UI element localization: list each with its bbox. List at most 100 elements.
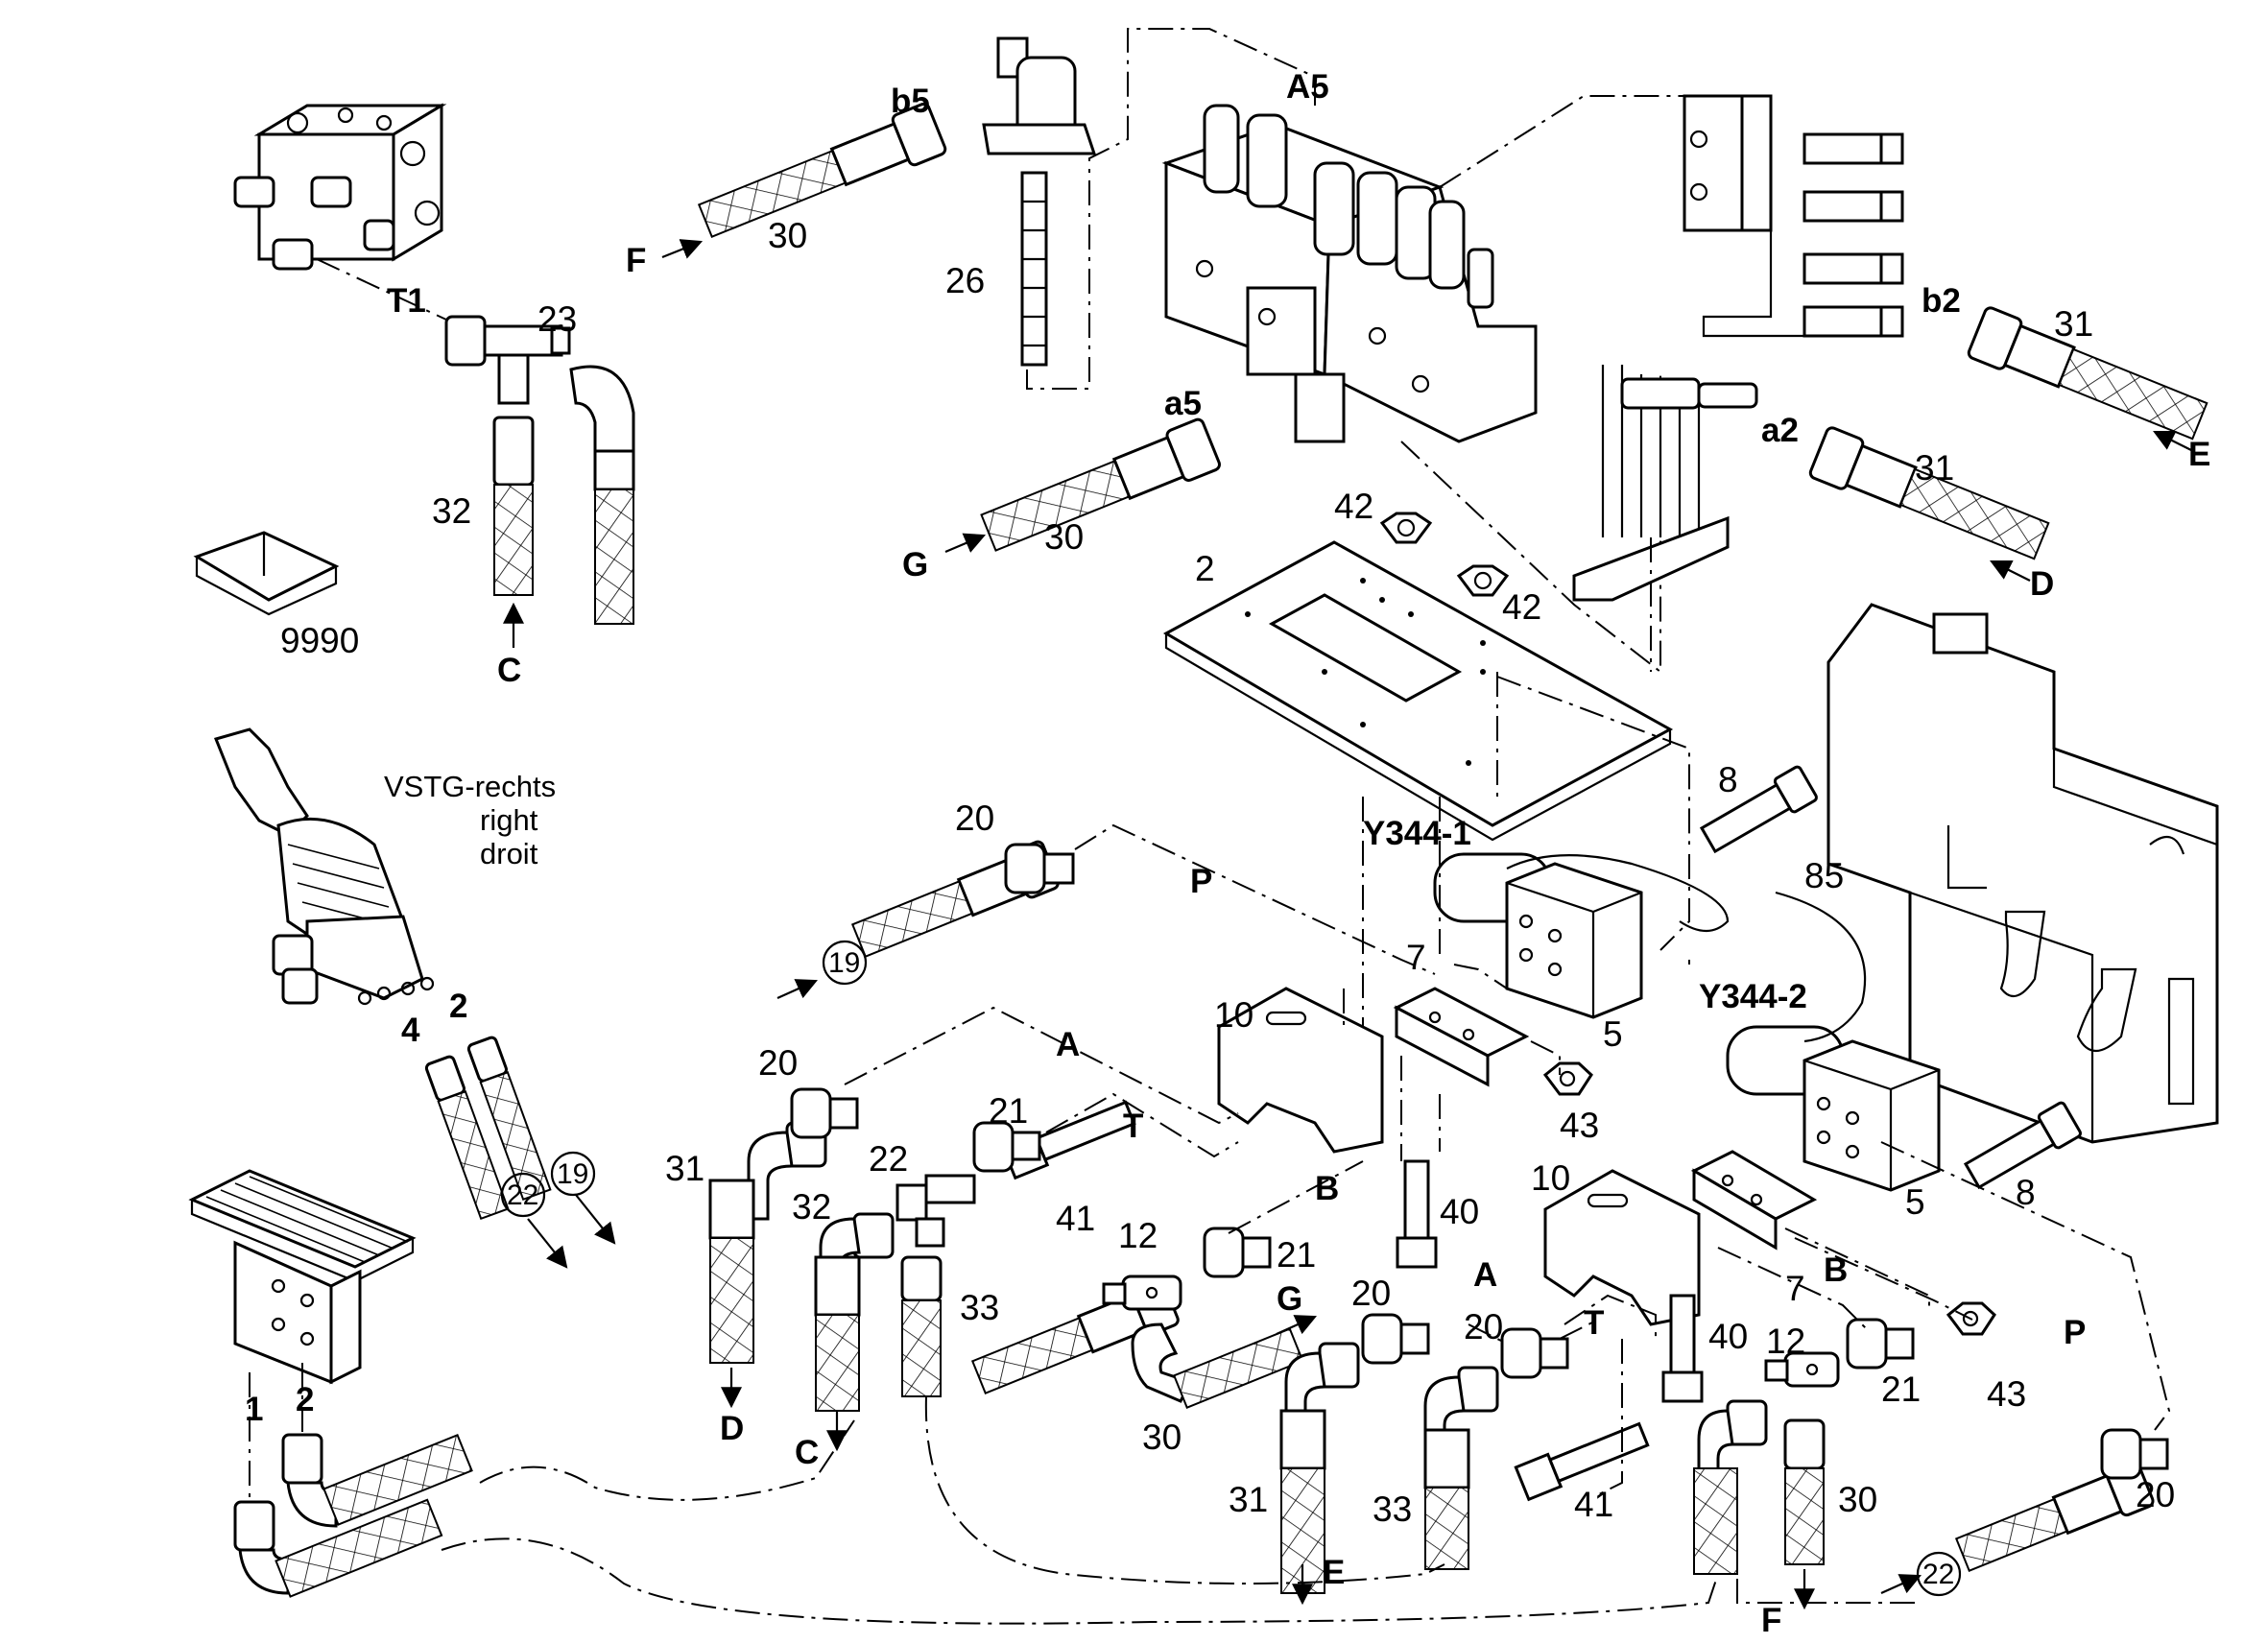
callout-text-22: 22	[1922, 1559, 1954, 1590]
cable-85	[1506, 854, 1730, 933]
tee-fitting-12-b	[1764, 1351, 1840, 1388]
label-part-7: 7	[1785, 1269, 1805, 1308]
label-part-32: 32	[792, 1187, 831, 1227]
fitting-20-c	[1500, 1327, 1569, 1379]
fitting-20-a	[790, 1087, 859, 1139]
label-flow-f: F	[1761, 1602, 1781, 1639]
nut-42-a	[1379, 512, 1433, 544]
bolt-8-a	[1699, 765, 1818, 854]
label-part-33: 33	[1373, 1489, 1412, 1529]
label-flow-d: D	[720, 1410, 744, 1447]
label-part-41: 41	[1056, 1199, 1095, 1238]
label-line-a: A	[1056, 1026, 1080, 1063]
nut-42-b	[1456, 564, 1510, 597]
label-part-9990: 9990	[280, 621, 359, 660]
label-port-2: 2	[296, 1381, 314, 1418]
elbow-hose-32-c	[814, 1212, 895, 1452]
cable-85	[1775, 891, 1867, 1043]
connection-lines	[441, 672, 2171, 1625]
label-part-21: 21	[989, 1091, 1028, 1131]
label-part-43: 43	[1987, 1374, 2026, 1414]
hose-33-a	[900, 1255, 943, 1397]
control-valve-block	[1161, 104, 1538, 443]
subplate-7-b	[1690, 1150, 1818, 1251]
bolt-40-a	[1396, 1159, 1438, 1269]
callout-text-22: 22	[507, 1179, 538, 1211]
label-line-p: P	[1190, 863, 1212, 900]
label-vstg-right: right	[480, 803, 538, 837]
solenoid-valve-y344-2	[1726, 1025, 1941, 1192]
callout-22-a	[500, 1172, 546, 1218]
hose-31-e	[1967, 306, 2208, 452]
label-port-b5: b5	[891, 83, 930, 120]
elbow-hose-top	[569, 365, 635, 625]
leader-line	[316, 258, 462, 327]
subplate-7-a	[1393, 987, 1530, 1087]
label-part-32: 32	[432, 491, 471, 531]
bolt-8-b	[1963, 1101, 2082, 1190]
label-part-8: 8	[1718, 760, 1738, 799]
pressure-sensor-manifold	[1683, 94, 1904, 338]
label-part-20: 20	[1464, 1307, 1503, 1346]
label-port-t1: T1	[387, 282, 426, 320]
pedal-hose-1	[233, 1498, 443, 1598]
label-part-22: 22	[869, 1139, 908, 1179]
label-port-2: 2	[449, 988, 467, 1025]
label-line-a: A	[1473, 1256, 1497, 1294]
label-port-1: 1	[245, 1391, 263, 1428]
hose-30-f-bottom	[1783, 1418, 1826, 1610]
pedal-valve	[188, 1169, 417, 1385]
bracket-10-a	[1217, 987, 1384, 1154]
joystick-hose-4	[424, 1055, 510, 1221]
label-flow-c: C	[795, 1434, 819, 1471]
label-part-12: 12	[1118, 1216, 1158, 1255]
label-flow-f: F	[626, 242, 646, 279]
label-vstg-rechts: VSTG-rechts	[384, 770, 556, 803]
label-vstg-droit: droit	[480, 837, 538, 870]
label-part-42: 42	[1334, 487, 1373, 526]
fitting-21-c	[1846, 1318, 1915, 1370]
label-part-10: 10	[1214, 995, 1253, 1035]
label-part-31: 31	[1915, 448, 1954, 488]
label-part-5: 5	[1905, 1182, 1925, 1222]
tee-fitting-23	[444, 315, 571, 405]
label-part-30: 30	[1142, 1418, 1182, 1457]
label-part-31: 31	[2054, 304, 2093, 344]
pedal-hose-2	[281, 1433, 473, 1528]
label-part-23: 23	[537, 299, 577, 339]
label-port-a5: a5	[1164, 385, 1202, 422]
label-line-b: B	[1315, 1170, 1339, 1207]
joystick-vstg-right	[213, 727, 435, 1006]
label-part-10: 10	[1531, 1158, 1570, 1198]
mounting-plate	[1162, 540, 1674, 842]
label-flow-c: C	[497, 652, 521, 689]
nut-43-a	[1542, 1061, 1593, 1096]
callout-19-b	[550, 1151, 596, 1197]
fitting-21-b	[1203, 1227, 1272, 1278]
label-part-7: 7	[1406, 938, 1426, 977]
label-line-b: B	[1824, 1251, 1848, 1289]
fitting-20-b	[1361, 1313, 1430, 1365]
label-solenoid-y344-1: Y344-1	[1363, 815, 1471, 852]
label-solenoid-y344-2: Y344-2	[1699, 978, 1807, 1015]
label-part-20: 20	[758, 1043, 798, 1083]
label-port-4: 4	[401, 1012, 420, 1049]
label-part-31: 31	[665, 1149, 704, 1188]
label-part-30: 30	[768, 216, 807, 255]
label-part-30: 30	[1044, 517, 1084, 557]
tee-fitting-12-a	[1102, 1275, 1182, 1311]
solenoid-valve-y344-1	[1433, 852, 1643, 1019]
label-part-41: 41	[1574, 1485, 1613, 1524]
elbow-hose-30-g	[1131, 1315, 1318, 1409]
hose-30-f	[661, 102, 947, 259]
label-part-20: 20	[955, 798, 994, 838]
label-flow-g: G	[902, 546, 928, 584]
elbow-hose-31-e	[1279, 1342, 1360, 1606]
label-part-8: 8	[2016, 1173, 2036, 1212]
hose-32-top	[492, 416, 535, 648]
label-part-26: 26	[945, 261, 985, 300]
label-part-43: 43	[1560, 1106, 1599, 1145]
bolt-41-b	[1514, 1421, 1650, 1502]
label-part-21: 21	[1881, 1370, 1921, 1409]
